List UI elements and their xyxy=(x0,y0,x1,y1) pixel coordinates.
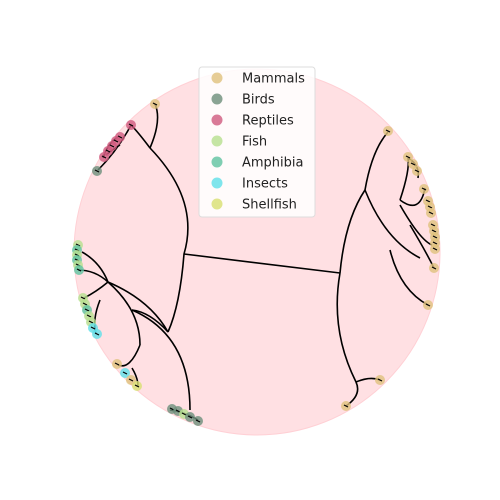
legend-marker-fish xyxy=(211,135,223,147)
branch-right-mid-a xyxy=(364,189,421,259)
legend-label-fish: Fish xyxy=(242,135,267,150)
leaf-tip xyxy=(84,308,90,312)
leaf-tip xyxy=(410,162,416,166)
legend-label-reptiles: Reptiles xyxy=(242,114,294,129)
legend-label-amphibia: Amphibia xyxy=(242,156,304,171)
leaf-tip xyxy=(414,169,420,173)
leaf-tip xyxy=(428,211,434,215)
branch-bottom-b xyxy=(131,309,191,411)
leaf-tip xyxy=(432,247,438,251)
leaf-tip xyxy=(80,296,86,300)
leaf-tip xyxy=(181,412,187,416)
legend: MammalsBirdsReptilesFishAmphibiaInsectsS… xyxy=(198,66,316,218)
leaf-tip xyxy=(134,384,140,388)
legend-marker-insects xyxy=(211,177,223,189)
leaf-tip xyxy=(175,409,181,413)
leaf-tip xyxy=(113,139,119,143)
legend-marker-amphibia xyxy=(211,156,223,168)
leaf-tip xyxy=(195,419,201,423)
leaf-tip xyxy=(430,223,436,227)
leaf-tip xyxy=(109,144,115,148)
legend-label-insects: Insects xyxy=(242,177,288,192)
leaf-tip xyxy=(122,371,128,375)
leaf-tip xyxy=(90,326,96,330)
leaf-tip xyxy=(431,229,437,233)
branch-right-lower xyxy=(336,272,359,407)
root-edge xyxy=(183,253,341,274)
leaf-tip xyxy=(94,332,100,336)
leaf-tip xyxy=(343,404,349,408)
leaf-tip xyxy=(425,199,431,203)
leaf-tip xyxy=(405,155,411,159)
leaf-tip xyxy=(76,268,82,272)
legend-marker-shellfish xyxy=(211,198,223,210)
legend-label-birds: Birds xyxy=(242,93,275,108)
leaf-tip xyxy=(128,123,134,127)
leaf-tip xyxy=(432,241,438,245)
leaf-tip xyxy=(94,169,100,173)
legend-marker-reptiles xyxy=(211,114,223,126)
leaf-tip xyxy=(128,378,134,382)
leaf-tip xyxy=(385,129,391,133)
leaf-tip xyxy=(377,378,383,382)
leaf-tip xyxy=(101,155,107,159)
branch-right-mid-b xyxy=(389,249,429,306)
leaf-tip xyxy=(88,320,94,324)
leaf-tip xyxy=(105,149,111,153)
branch-left-lower-a xyxy=(107,281,169,333)
leaf-tip xyxy=(421,187,427,191)
leaf-tip xyxy=(432,235,438,239)
leaf-tip xyxy=(425,303,431,307)
leaf-tip xyxy=(431,266,437,270)
branch-left-main xyxy=(149,147,189,333)
leaf-tip xyxy=(187,415,193,419)
legend-box xyxy=(198,66,316,218)
leaf-tip xyxy=(152,102,158,106)
legend-label-shellfish: Shellfish xyxy=(242,198,297,213)
leaf-tip xyxy=(114,362,120,366)
leaf-tip xyxy=(82,302,88,306)
branch-left-lower-b xyxy=(107,281,141,346)
leaf-tip xyxy=(86,314,92,318)
leaf-tip xyxy=(427,205,433,209)
leaf-tip xyxy=(117,135,123,139)
legend-marker-birds xyxy=(211,93,223,105)
branch-right-upper-d xyxy=(399,204,433,246)
legend-marker-mammals xyxy=(211,72,223,84)
legend-label-mammals: Mammals xyxy=(242,72,305,87)
branch-fish-a xyxy=(81,251,109,283)
tree-leaves xyxy=(72,99,440,426)
branch-right-main xyxy=(339,189,366,274)
